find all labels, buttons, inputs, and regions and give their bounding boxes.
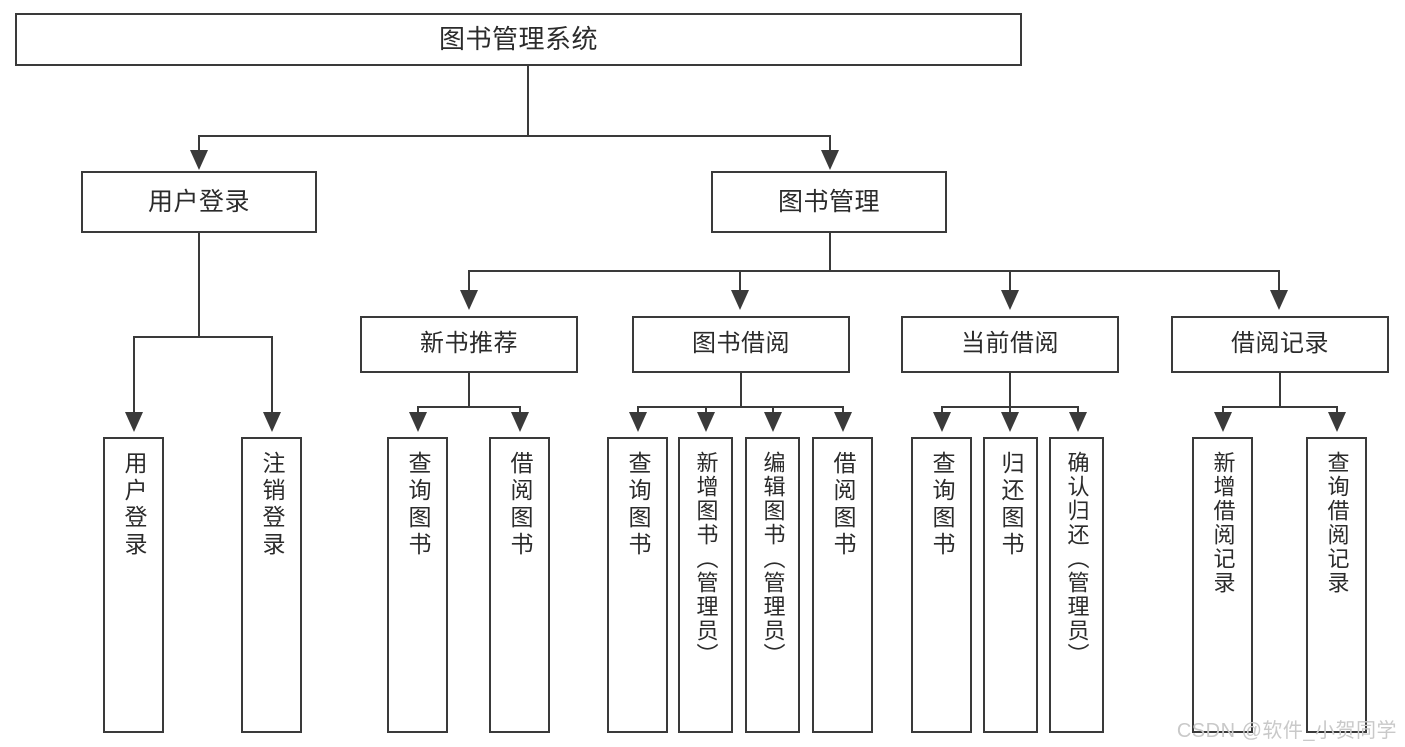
watermark-text: CSDN @软件_小贺同学 [1176, 720, 1397, 742]
arrowhead-bb-leaf-4 [834, 412, 852, 432]
connector-br-bar [1222, 406, 1337, 408]
leaf-nbr-query-book[interactable]: 查询图书 [387, 437, 448, 733]
node-label: 图书管理 [777, 188, 880, 216]
node-label: 用户登录 [147, 188, 250, 216]
connector-user-login-drop-1 [133, 336, 135, 415]
node-current-borrow[interactable]: 当前借阅 [901, 316, 1119, 373]
node-label: 图书管理系统 [438, 23, 598, 54]
node-root-book-management-system[interactable]: 图书管理系统 [15, 13, 1022, 66]
node-label: 编辑图书（管理员） [760, 451, 786, 667]
connector-bb-stem [740, 373, 742, 407]
node-label: 新增借阅记录 [1210, 451, 1236, 595]
node-label: 借阅图书 [830, 451, 856, 559]
leaf-nbr-borrow-book[interactable]: 借阅图书 [489, 437, 550, 733]
arrowhead-root-to-book-management [821, 150, 839, 170]
leaf-bb-borrow-book[interactable]: 借阅图书 [812, 437, 873, 733]
connector-root-bar [198, 135, 830, 137]
arrowhead-cb-leaf-2 [1001, 412, 1019, 432]
connector-root-to-book-management [829, 135, 831, 155]
connector-root-to-user-login [198, 135, 200, 155]
connector-user-login-stem [198, 233, 200, 337]
arrowhead-bm-to-book-borrow [731, 290, 749, 310]
connector-bm-drop-2 [739, 270, 741, 292]
connector-book-management-bar [468, 270, 1278, 272]
leaf-cb-return-book[interactable]: 归还图书 [983, 437, 1038, 733]
arrowhead-bb-leaf-3 [764, 412, 782, 432]
node-label: 图书借阅 [692, 330, 790, 358]
connector-bm-drop-3 [1009, 270, 1011, 292]
node-label: 借阅图书 [507, 451, 533, 559]
arrowhead-root-to-user-login [190, 150, 208, 170]
connector-bm-drop-4 [1278, 270, 1280, 292]
node-label: 新书推荐 [420, 330, 518, 358]
leaf-cb-confirm-return-admin[interactable]: 确认归还（管理员） [1049, 437, 1104, 733]
node-book-management[interactable]: 图书管理 [711, 171, 947, 233]
node-label: 借阅记录 [1231, 330, 1329, 358]
leaf-br-add-record[interactable]: 新增借阅记录 [1192, 437, 1253, 733]
arrowhead-bm-to-new-book [460, 290, 478, 310]
leaf-bb-add-book-admin[interactable]: 新增图书（管理员） [678, 437, 733, 733]
leaf-user-login-logout[interactable]: 注销登录 [241, 437, 302, 733]
leaf-bb-edit-book-admin[interactable]: 编辑图书（管理员） [745, 437, 800, 733]
connector-user-login-drop-2 [271, 336, 273, 415]
arrowhead-nbr-leaf-1 [409, 412, 427, 432]
arrowhead-cb-leaf-1 [933, 412, 951, 432]
arrowhead-br-leaf-1 [1214, 412, 1232, 432]
leaf-bb-query-book[interactable]: 查询图书 [607, 437, 668, 733]
arrowhead-cb-leaf-3 [1069, 412, 1087, 432]
arrowhead-bb-leaf-1 [629, 412, 647, 432]
connector-nbr-bar [417, 406, 520, 408]
node-label: 确认归还（管理员） [1064, 451, 1090, 667]
connector-root-stem [527, 66, 529, 136]
leaf-br-query-record[interactable]: 查询借阅记录 [1306, 437, 1367, 733]
node-label: 注销登录 [259, 451, 285, 559]
connector-user-login-bar [133, 336, 272, 338]
arrowhead-bm-to-current-borrow [1001, 290, 1019, 310]
node-label: 查询图书 [929, 451, 955, 559]
node-book-borrow[interactable]: 图书借阅 [632, 316, 850, 373]
node-label: 查询借阅记录 [1324, 451, 1350, 595]
node-label: 查询图书 [405, 451, 431, 559]
node-new-book-recommend[interactable]: 新书推荐 [360, 316, 578, 373]
node-label: 用户登录 [121, 451, 147, 559]
leaf-user-login-login[interactable]: 用户登录 [103, 437, 164, 733]
connector-nbr-stem [468, 373, 470, 407]
arrowhead-br-leaf-2 [1328, 412, 1346, 432]
leaf-cb-query-book[interactable]: 查询图书 [911, 437, 972, 733]
node-label: 归还图书 [998, 451, 1024, 559]
arrowhead-bb-leaf-2 [697, 412, 715, 432]
connector-book-management-stem [829, 233, 831, 271]
connector-br-stem [1279, 373, 1281, 407]
arrowhead-user-login-leaf-1 [125, 412, 143, 432]
arrowhead-nbr-leaf-2 [511, 412, 529, 432]
connector-bm-drop-1 [468, 270, 470, 292]
node-label: 当前借阅 [961, 330, 1059, 358]
arrowhead-user-login-leaf-2 [263, 412, 281, 432]
connector-bb-bar [637, 406, 843, 408]
node-borrow-record[interactable]: 借阅记录 [1171, 316, 1389, 373]
connector-cb-stem [1009, 373, 1011, 407]
arrowhead-bm-to-borrow-record [1270, 290, 1288, 310]
node-label: 查询图书 [625, 451, 651, 559]
node-user-login[interactable]: 用户登录 [81, 171, 317, 233]
node-label: 新增图书（管理员） [693, 451, 719, 667]
